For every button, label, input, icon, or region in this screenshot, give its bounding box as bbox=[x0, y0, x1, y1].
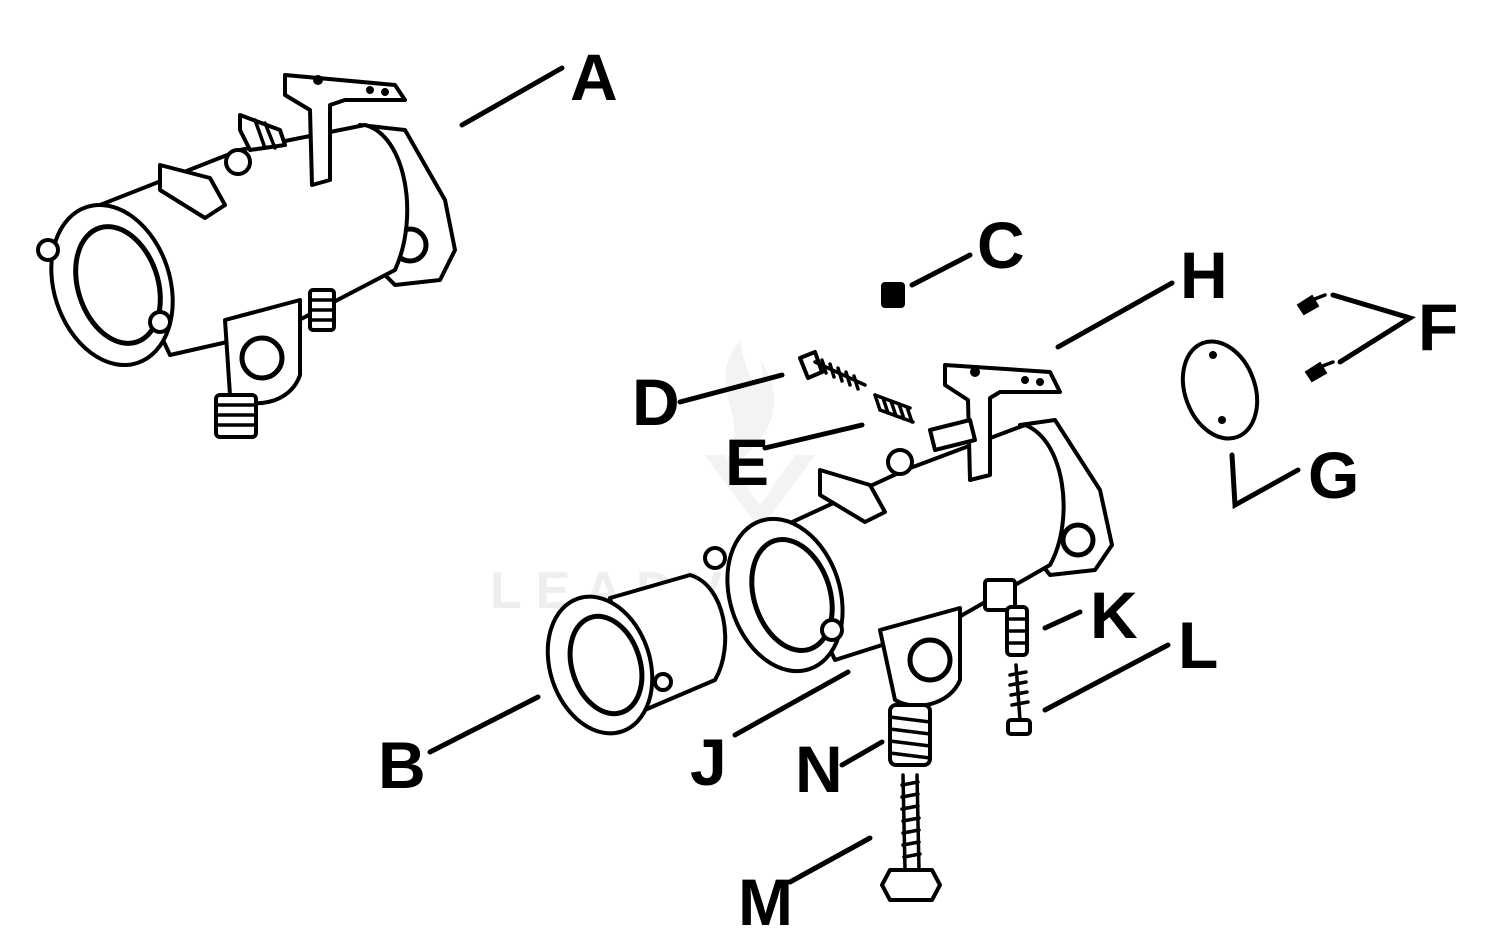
callout-a: A bbox=[570, 40, 618, 114]
callout-n: N bbox=[795, 732, 843, 806]
leader-lines bbox=[427, 65, 1416, 885]
part-f-screws bbox=[1296, 293, 1335, 383]
callout-f: F bbox=[1418, 290, 1458, 364]
part-d-screw bbox=[798, 350, 867, 391]
callout-k: K bbox=[1090, 578, 1138, 652]
part-l-screw bbox=[1006, 663, 1032, 736]
part-g-throttle-plate bbox=[1180, 339, 1260, 441]
assembled-carburetor bbox=[36, 73, 457, 439]
part-n-spring bbox=[888, 703, 932, 767]
callout-j: J bbox=[690, 725, 727, 799]
callout-m: M bbox=[738, 865, 793, 939]
part-k-jet bbox=[1005, 605, 1029, 657]
callout-g: G bbox=[1308, 438, 1359, 512]
venturi-insert bbox=[545, 573, 728, 736]
exploded-carburetor-body bbox=[703, 363, 1114, 708]
callout-e: E bbox=[725, 425, 769, 499]
watermark-flame-icon bbox=[705, 340, 815, 530]
part-c-nut bbox=[881, 282, 905, 308]
callout-c: C bbox=[977, 208, 1025, 282]
callout-l: L bbox=[1178, 608, 1218, 682]
callout-h: H bbox=[1180, 238, 1228, 312]
part-m-bolt bbox=[880, 773, 942, 902]
callout-b: B bbox=[378, 728, 426, 802]
callout-d: D bbox=[632, 365, 680, 439]
part-e-spring bbox=[873, 393, 915, 424]
callout-labels: A C H F D E G K L B J N M bbox=[378, 40, 1458, 939]
